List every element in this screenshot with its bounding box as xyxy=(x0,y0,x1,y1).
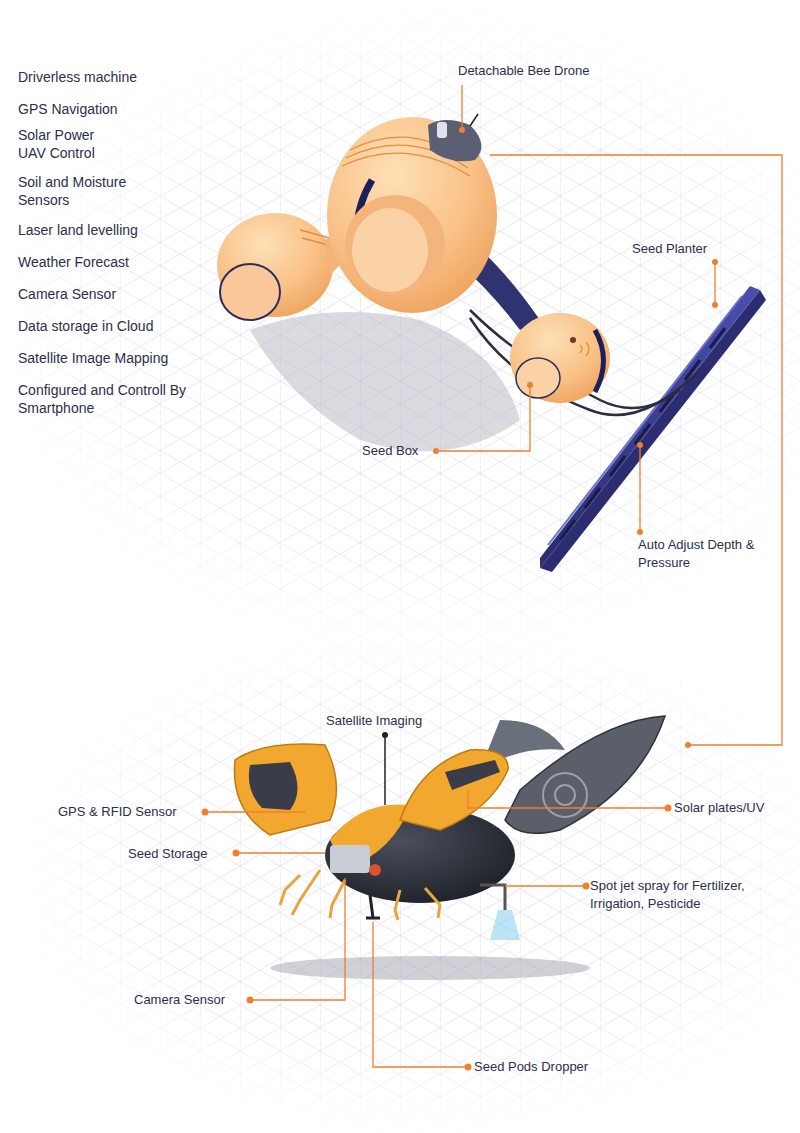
label-slot: GPS Navigation xyxy=(18,100,208,118)
label-slot: Weather Forecast xyxy=(18,253,208,271)
callout-label: Seed Storage xyxy=(128,845,238,863)
label-slot: Seed Pods Dropper xyxy=(474,1058,634,1076)
callout-label: Spot jet spray for Fertilizer, Irrigatio… xyxy=(590,877,796,913)
label-slot: Satellite Imaging xyxy=(326,712,466,730)
label-slot: Driverless machine xyxy=(18,68,208,86)
label-slot: Detachable Bee Drone xyxy=(458,62,658,80)
feature-item: Data storage in Cloud xyxy=(18,317,208,335)
label-slot: Solar Power xyxy=(18,126,208,144)
feature-item: GPS Navigation xyxy=(18,100,208,118)
seed-box-head xyxy=(510,313,610,403)
bee-shadow xyxy=(270,956,590,980)
feature-item: Satellite Image Mapping xyxy=(18,349,208,367)
callout-label: Camera Sensor xyxy=(134,991,254,1009)
feature-item: Weather Forecast xyxy=(18,253,208,271)
callout-label: Auto Adjust Depth & Pressure xyxy=(638,536,768,572)
feature-item: Soil and Moisture Sensors xyxy=(18,173,168,209)
hose xyxy=(470,310,680,408)
leader-dots xyxy=(202,127,719,1071)
callout-label: Seed Box xyxy=(362,442,434,460)
label-slot: Seed Box xyxy=(362,442,434,460)
main-sphere xyxy=(327,114,497,313)
label-slot: Satellite Image Mapping xyxy=(18,349,208,367)
label-slot: Auto Adjust Depth & Pressure xyxy=(638,536,768,572)
callout-label: Detachable Bee Drone xyxy=(458,62,658,80)
label-slot: Seed Planter xyxy=(632,240,772,258)
callout-label: Seed Planter xyxy=(632,240,772,258)
feature-item: Solar Power xyxy=(18,126,208,144)
label-slot: Soil and Moisture Sensors xyxy=(18,173,168,209)
feature-item: Configured and Controll By Smartphone xyxy=(18,381,196,417)
label-slot: GPS & RFID Sensor xyxy=(58,803,208,821)
antenna-tip xyxy=(382,732,388,738)
antenna xyxy=(384,735,386,805)
label-slot: Laser land levelling xyxy=(18,221,208,239)
label-slot: Solar plates/UV xyxy=(674,799,794,817)
label-slot: Configured and Controll By Smartphone xyxy=(18,381,196,417)
callout-label: Satellite Imaging xyxy=(326,712,466,730)
feature-item: Laser land levelling xyxy=(18,221,208,239)
label-slot: UAV Control xyxy=(18,144,208,162)
label-slot: Camera Sensor xyxy=(18,285,208,303)
feature-item: Camera Sensor xyxy=(18,285,208,303)
leader-lines xyxy=(205,85,782,1067)
label-slot: Spot jet spray for Fertilizer, Irrigatio… xyxy=(590,877,796,913)
callout-label: Solar plates/UV xyxy=(674,799,794,817)
callout-label: Seed Pods Dropper xyxy=(474,1058,634,1076)
label-slot: Camera Sensor xyxy=(134,991,254,1009)
feature-item: Driverless machine xyxy=(18,68,208,86)
label-slot: Seed Storage xyxy=(128,845,238,863)
callout-label: GPS & RFID Sensor xyxy=(58,803,208,821)
label-slot: Data storage in Cloud xyxy=(18,317,208,335)
feature-item: UAV Control xyxy=(18,144,208,162)
